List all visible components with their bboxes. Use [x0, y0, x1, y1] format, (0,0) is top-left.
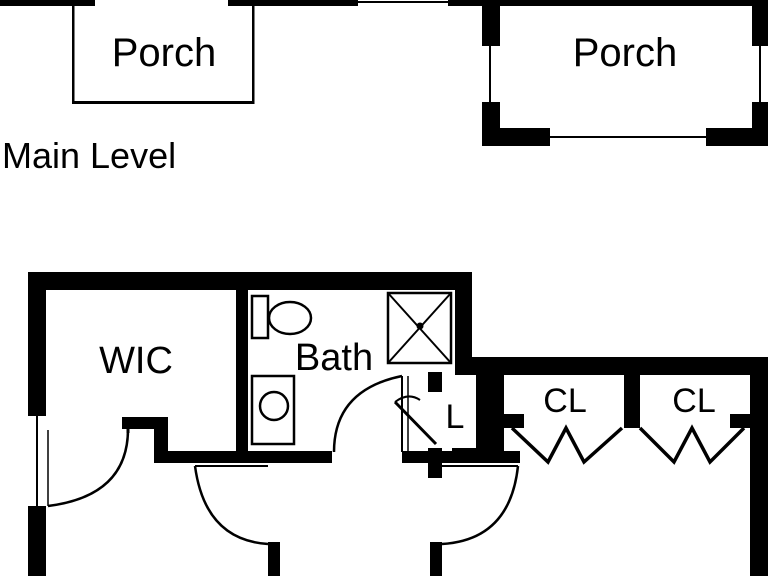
- level-title: Main Level: [2, 135, 176, 176]
- porch-left-post-r: [252, 6, 255, 104]
- closet-2-jamb-r: [730, 414, 750, 428]
- top-wall-left: [0, 0, 95, 6]
- porch-left-label: Porch: [112, 31, 217, 75]
- top-wall-right: [448, 0, 768, 6]
- top-wall-mid: [228, 0, 358, 6]
- linen-wall-bottom: [428, 448, 442, 478]
- bath-east-wall: [455, 272, 472, 372]
- shower-stall: [386, 291, 453, 365]
- bath-door[interactable]: [332, 374, 409, 453]
- porch-right-column-tr: [752, 0, 768, 46]
- wic-label: WIC: [99, 340, 173, 382]
- hall-wall-right: [430, 542, 442, 576]
- linen-door[interactable]: [393, 395, 438, 446]
- hall-wall-left: [268, 542, 280, 576]
- closet-1-jamb-l: [504, 414, 524, 428]
- east-wall: [750, 357, 768, 576]
- bath-label: Bath: [295, 337, 373, 379]
- wic-bath-south-wall: [154, 451, 332, 463]
- closet-divider: [624, 372, 640, 428]
- linen-label: L: [446, 398, 465, 436]
- closet-north-wall: [455, 357, 768, 375]
- toilet: [250, 294, 313, 340]
- north-wall: [28, 272, 472, 290]
- lower-area: WIC Bath L CL CL: [28, 272, 768, 576]
- west-wall-upper: [28, 272, 46, 416]
- west-door[interactable]: [47, 428, 130, 508]
- linen-east-wall: [476, 372, 504, 462]
- closet-2-bifold-door[interactable]: [638, 424, 746, 465]
- west-wall-lower: [28, 506, 46, 576]
- sink-vanity: [250, 374, 296, 446]
- porch-right-corner-bl: [482, 128, 550, 146]
- porch-left-rail: [72, 101, 255, 104]
- linen-wall-top: [428, 372, 442, 392]
- porch-right: [482, 0, 768, 146]
- wic-bath-partition: [236, 290, 248, 452]
- closet-2-label: CL: [672, 382, 715, 420]
- linen-south-wall: [452, 448, 504, 462]
- hall-double-door[interactable]: [193, 465, 520, 546]
- closet-1-bifold-door[interactable]: [510, 424, 624, 465]
- porch-right-corner-br: [706, 128, 768, 146]
- porch-left-post-l: [72, 6, 75, 104]
- porch-right-column-tl: [482, 0, 500, 46]
- upper-area: Porch Porch Main Level: [0, 0, 768, 176]
- porch-left: [72, 6, 255, 104]
- closet-1-label: CL: [543, 382, 586, 420]
- porch-right-label: Porch: [573, 31, 678, 75]
